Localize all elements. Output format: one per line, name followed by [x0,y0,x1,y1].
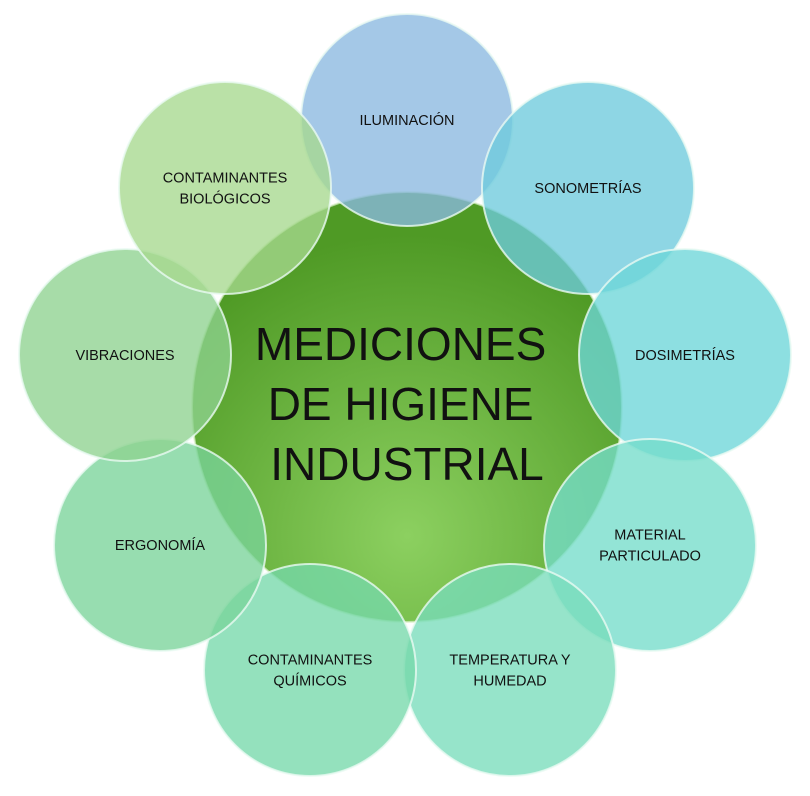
node-contaminantes-biológicos: CONTAMINANTES BIOLÓGICOS [118,81,332,295]
node-circle [543,438,757,652]
node-label-line: ERGONOMÍA [115,537,206,554]
node-label-line: TEMPERATURA Y [449,653,570,669]
node-label-line: VIBRACIONES [75,348,174,364]
node-label-line: CONTAMINANTES [248,653,373,669]
node-label: TEMPERATURA Y HUMEDAD [449,653,570,690]
node-label: VIBRACIONES [75,348,174,364]
node-label-line: ILUMINACIÓN [359,112,454,129]
node-dosimetrías: DOSIMETRÍAS [578,248,792,462]
node-circle [118,81,332,295]
node-label: MATERIAL PARTICULADO [599,528,701,565]
node-circle [203,563,417,777]
node-label: ILUMINACIÓN [359,112,454,129]
node-label: DOSIMETRÍAS [635,347,735,364]
node-material-particulado: MATERIAL PARTICULADO [543,438,757,652]
node-contaminantes-químicos: CONTAMINANTES QUÍMICOS [203,563,417,777]
node-label-line: CONTAMINANTES [163,171,288,187]
node-label-line: MATERIAL [614,528,685,544]
node-label-line: QUÍMICOS [273,673,346,690]
node-label: CONTAMINANTES BIOLÓGICOS [163,171,288,208]
node-sonometrías: SONOMETRÍAS [481,81,695,295]
node-vibraciones: VIBRACIONES [18,248,232,462]
center-title-line: DE HIGIENE [268,378,534,430]
node-circle [403,563,617,777]
center-title-line: INDUSTRIAL [270,438,543,490]
center-title: MEDICIONES DE HIGIENE INDUSTRIAL [255,318,559,490]
node-label-line: PARTICULADO [599,549,701,565]
node-label-line: SONOMETRÍAS [534,180,641,197]
node-label-line: BIOLÓGICOS [179,191,270,208]
node-label: ERGONOMÍA [115,537,206,554]
node-ergonomía: ERGONOMÍA [53,438,267,652]
node-circle [481,81,695,295]
node-label: CONTAMINANTES QUÍMICOS [248,653,373,690]
center-title-line: MEDICIONES [255,318,546,370]
node-label: SONOMETRÍAS [534,180,641,197]
node-label-line: HUMEDAD [473,674,546,690]
node-label-line: DOSIMETRÍAS [635,347,735,364]
node-temperatura-y-humedad: TEMPERATURA Y HUMEDAD [403,563,617,777]
node-circle [18,248,232,462]
